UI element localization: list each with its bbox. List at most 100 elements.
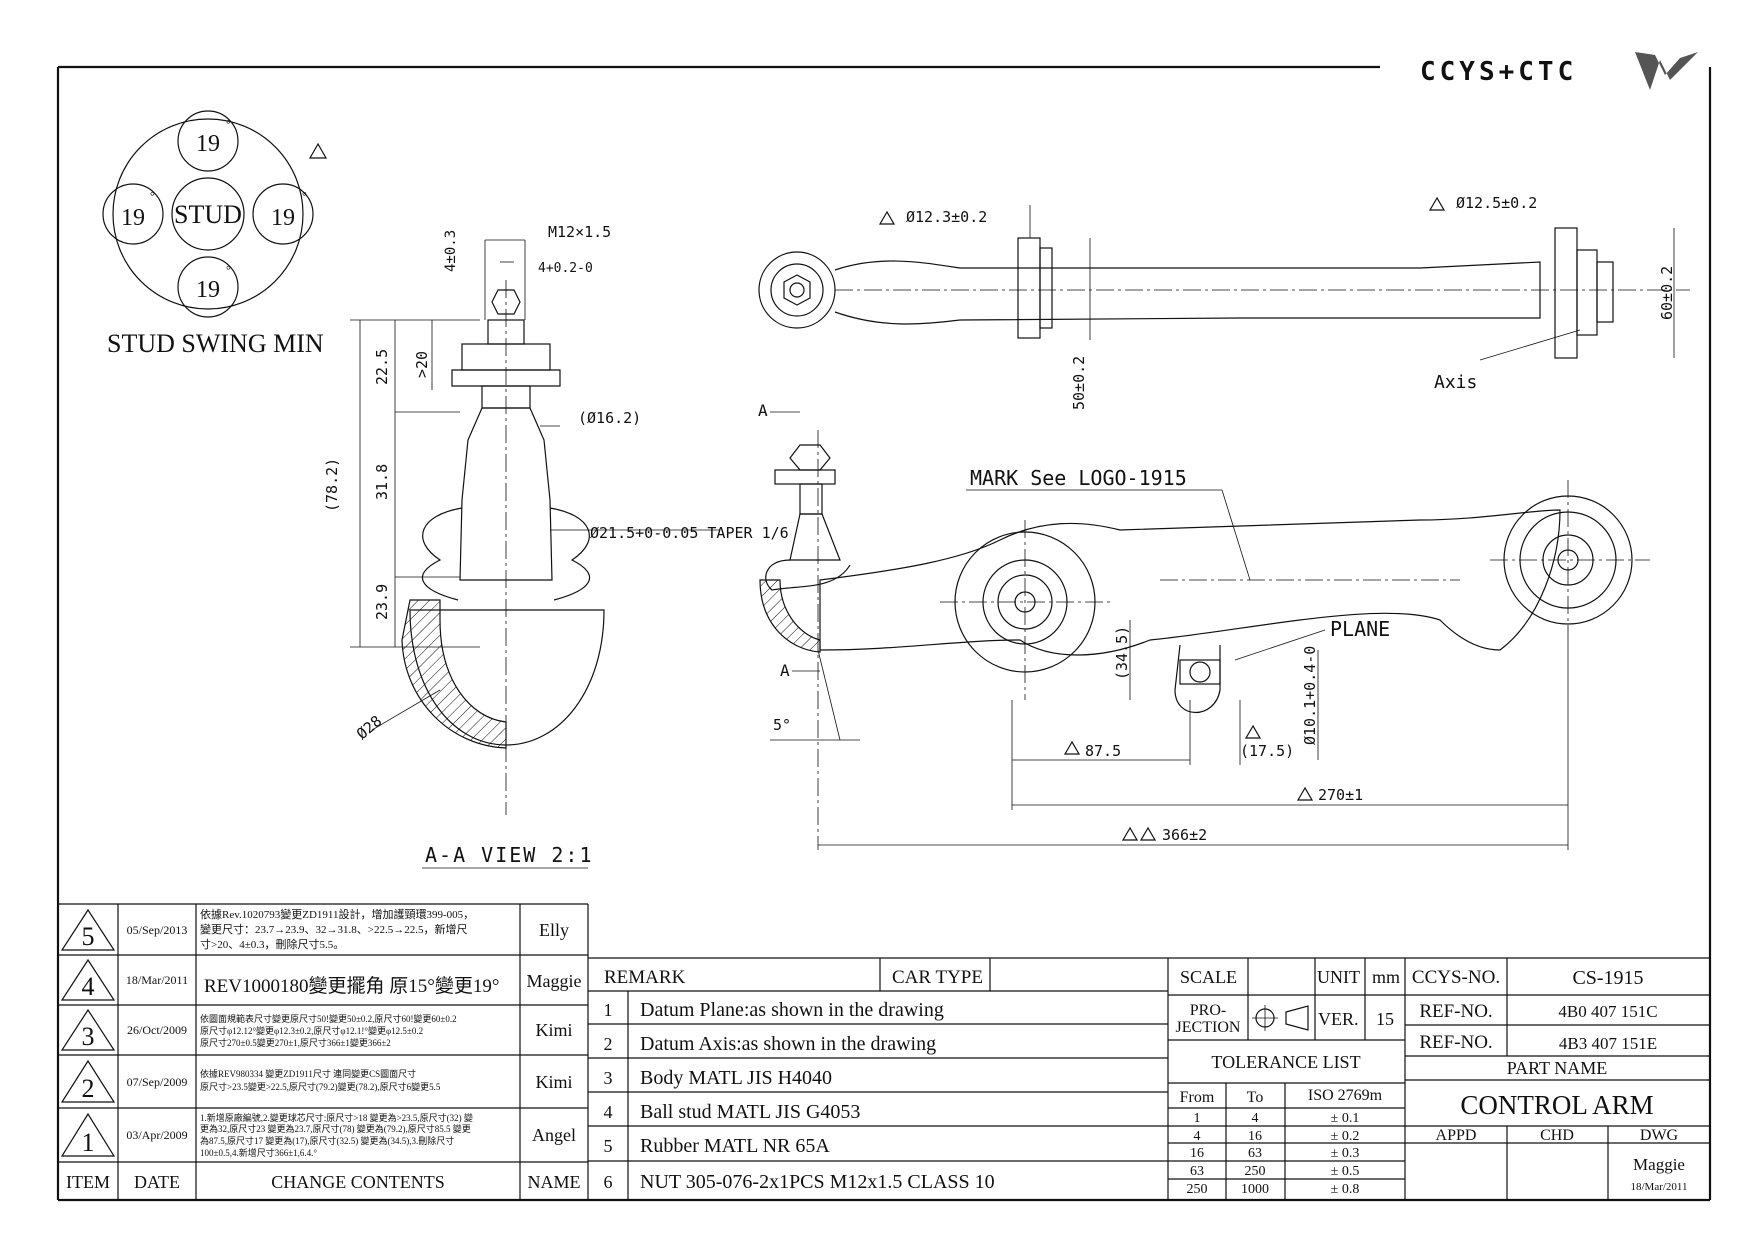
svg-text:原尺寸>23.5變更>22.5,原尺寸(79.2)變更(78: 原尺寸>23.5變更>22.5,原尺寸(79.2)變更(78.2),原尺寸6變更… bbox=[200, 1081, 441, 1092]
part-name-value: CONTROL ARM bbox=[1460, 1090, 1653, 1120]
svg-text:5: 5 bbox=[604, 1136, 613, 1156]
dim-taper: Ø21.5+0-0.05 TAPER 1/6 bbox=[590, 524, 789, 542]
dim-m12: M12×1.5 bbox=[548, 223, 611, 241]
unit-label: UNIT bbox=[1317, 967, 1360, 987]
revision-row: 5 05/Sep/2013 依據Rev.1020793變更ZD1911設計，增加… bbox=[60, 907, 569, 951]
remark-row: 6 NUT 305-076-2x1PCS M12x1.5 CLASS 10 bbox=[604, 1171, 995, 1193]
revision-row: 2 07/Sep/2009 依據REV980334 變更ZD1911尺寸 連同變… bbox=[60, 1059, 573, 1103]
svg-text:To: To bbox=[1247, 1089, 1264, 1106]
angle-5deg: 5° bbox=[773, 716, 791, 734]
svg-text:1: 1 bbox=[604, 1000, 613, 1020]
tolerance-row: 4 16 ± 0.2 bbox=[1194, 1129, 1360, 1144]
stud-swing-diagram: 19 19 19 19 STUD ° ° ° ° STUD SWING MIN bbox=[102, 110, 328, 358]
dim-31-8: 31.8 bbox=[373, 464, 391, 500]
dim-22-5: 22.5 bbox=[373, 349, 391, 385]
remark-row: 5 Rubber MATL NR 65A bbox=[604, 1135, 831, 1157]
svg-text:JECTION: JECTION bbox=[1176, 1019, 1241, 1036]
tolerance-row: 16 63 ± 0.3 bbox=[1190, 1146, 1359, 1161]
svg-text:1000: 1000 bbox=[1241, 1182, 1269, 1197]
svg-text:± 0.2: ± 0.2 bbox=[1331, 1129, 1360, 1144]
dim-34-5: (34.5) bbox=[1113, 626, 1131, 680]
svg-text:± 0.3: ± 0.3 bbox=[1331, 1146, 1360, 1161]
svg-text:6: 6 bbox=[604, 1172, 613, 1192]
remark-row: 2 Datum Axis:as shown in the drawing bbox=[604, 1033, 937, 1055]
svg-text:26/Oct/2009: 26/Oct/2009 bbox=[127, 1023, 187, 1037]
mark-label: MARK See LOGO-1915 bbox=[970, 466, 1187, 490]
ref-no-label-1: REF-NO. bbox=[1419, 1001, 1492, 1022]
ccys-no-label: CCYS-NO. bbox=[1412, 967, 1500, 988]
projection-symbol-icon bbox=[1252, 1005, 1309, 1031]
dim-dia-12-5: Ø12.5±0.2 bbox=[1456, 194, 1537, 212]
dim-87-5: 87.5 bbox=[1085, 742, 1121, 760]
svg-text:原尺寸φ12.12°變更φ12.3±0.2,原尺寸φ12.1: 原尺寸φ12.12°變更φ12.3±0.2,原尺寸φ12.1!°變更φ12.5±… bbox=[200, 1025, 423, 1036]
dim-366: 366±2 bbox=[1162, 826, 1207, 844]
dim-270: 270±1 bbox=[1318, 786, 1363, 804]
svg-text:NUT 305-076-2x1PCS M12x1.5 CLA: NUT 305-076-2x1PCS M12x1.5 CLASS 10 bbox=[640, 1171, 995, 1193]
dim-17-5: (17.5) bbox=[1240, 742, 1294, 760]
svg-text:4: 4 bbox=[82, 972, 95, 1001]
svg-text:2: 2 bbox=[604, 1034, 613, 1054]
svg-text:4: 4 bbox=[604, 1102, 613, 1122]
svg-text:CHANGE CONTENTS: CHANGE CONTENTS bbox=[271, 1172, 445, 1192]
svg-text:°: ° bbox=[226, 263, 231, 277]
svg-text:250: 250 bbox=[1187, 1182, 1208, 1197]
tolerance-row: 1 4 ± 0.1 bbox=[1194, 1111, 1360, 1126]
car-type-label: CAR TYPE bbox=[892, 967, 983, 988]
ver-value: 15 bbox=[1376, 1009, 1394, 1029]
svg-text:± 0.5: ± 0.5 bbox=[1331, 1164, 1360, 1179]
part-name-label: PART NAME bbox=[1507, 1058, 1607, 1078]
svg-text:Angel: Angel bbox=[532, 1125, 576, 1145]
revision-header: ITEM DATE CHANGE CONTENTS NAME bbox=[66, 1172, 581, 1192]
appd-label: APPD bbox=[1436, 1127, 1477, 1144]
svg-text:Kimi: Kimi bbox=[535, 1020, 572, 1040]
drawn-by: Maggie bbox=[1633, 1155, 1685, 1174]
dim-20: >20 bbox=[413, 351, 431, 378]
svg-text:18/Mar/2011: 18/Mar/2011 bbox=[126, 973, 188, 987]
svg-text:Body MATL JIS H4040: Body MATL JIS H4040 bbox=[640, 1067, 832, 1089]
remark-header: REMARK bbox=[604, 967, 686, 988]
svg-text:NAME: NAME bbox=[528, 1172, 581, 1192]
svg-text:ITEM: ITEM bbox=[66, 1172, 110, 1192]
ccys-no-value: CS-1915 bbox=[1572, 967, 1643, 989]
remark-row: 3 Body MATL JIS H4040 bbox=[604, 1067, 833, 1089]
svg-text:4: 4 bbox=[1194, 1129, 1201, 1144]
remark-row: 4 Ball stud MATL JIS G4053 bbox=[604, 1101, 861, 1123]
ref-no-value-1: 4B0 407 151C bbox=[1558, 1002, 1657, 1021]
svg-text:寸>20、4±0.3，刪除尺寸5.5。: 寸>20、4±0.3，刪除尺寸5.5。 bbox=[200, 937, 344, 951]
section-view-aa: M12×1.5 4±0.3 4+0.2-0 22.5 >20 (78.2) 31… bbox=[323, 223, 789, 869]
svg-text:依圖面規範表尺寸變更原尺寸50!變更50±0.2,原尺寸60: 依圖面規範表尺寸變更原尺寸50!變更50±0.2,原尺寸60!變更60±0.2 bbox=[200, 1013, 457, 1024]
svg-text:ISO 2769m: ISO 2769m bbox=[1308, 1087, 1383, 1104]
svg-text:63: 63 bbox=[1190, 1164, 1204, 1179]
dim-16-2: (Ø16.2) bbox=[578, 409, 641, 427]
swing-left-value: 19 bbox=[121, 205, 145, 231]
dim-4-03: 4±0.3 bbox=[443, 230, 459, 272]
svg-text:Datum Plane:as shown in the dr: Datum Plane:as shown in the drawing bbox=[640, 999, 944, 1021]
front-view: MARK See LOGO-1915 PLANE A A 5° (34.5) Ø… bbox=[758, 401, 1650, 850]
svg-text:± 0.1: ± 0.1 bbox=[1331, 1111, 1360, 1126]
tolerance-title: TOLERANCE LIST bbox=[1211, 1052, 1360, 1072]
sheet-border bbox=[56, 65, 1712, 1202]
svg-text:3: 3 bbox=[604, 1068, 613, 1088]
svg-text:250: 250 bbox=[1245, 1164, 1266, 1179]
dim-dia-28: Ø28 bbox=[353, 712, 385, 743]
revision-triangle-icon bbox=[308, 142, 328, 159]
company-logo: CCYS+CTC bbox=[1420, 52, 1698, 90]
svg-text:2: 2 bbox=[82, 1074, 95, 1103]
remark-row: 1 Datum Plane:as shown in the drawing bbox=[604, 999, 944, 1021]
revision-row: 1 03/Apr/2009 1.新增原廠編號,2.變更球芯尺寸:原尺寸>18 變… bbox=[60, 1112, 576, 1158]
svg-text:°: ° bbox=[302, 189, 307, 203]
swing-right-value: 19 bbox=[271, 205, 295, 231]
svg-text:依據Rev.1020793變更ZD1911設計，增加護頸環3: 依據Rev.1020793變更ZD1911設計，增加護頸環399-005， bbox=[200, 907, 474, 921]
svg-text:變更尺寸：23.7→23.9、32→31.8、>22.5→2: 變更尺寸：23.7→23.9、32→31.8、>22.5→22.5，新增尺 bbox=[200, 922, 467, 936]
revision-table bbox=[58, 903, 589, 1200]
svg-text:3: 3 bbox=[82, 1022, 95, 1051]
svg-text:1.新增原廠編號,2.變更球芯尺寸:原尺寸>18 變更為>2: 1.新增原廠編號,2.變更球芯尺寸:原尺寸>18 變更為>23.5,原尺寸(32… bbox=[200, 1112, 473, 1123]
svg-text:Ball stud MATL JIS G4053: Ball stud MATL JIS G4053 bbox=[640, 1101, 860, 1123]
svg-text:更為32,原尺寸23 變更為23.7,原尺寸(78) 變更為: 更為32,原尺寸23 變更為23.7,原尺寸(78) 變更為(79.2),原尺寸… bbox=[200, 1123, 471, 1134]
tolerance-block: SCALE UNIT mm PRO- JECTION VER. 15 TOLER… bbox=[1168, 958, 1406, 1200]
tolerance-row: 63 250 ± 0.5 bbox=[1190, 1164, 1359, 1179]
title-block: CCYS-NO. CS-1915 REF-NO. 4B0 407 151C RE… bbox=[1405, 958, 1710, 1200]
svg-text:5: 5 bbox=[82, 922, 95, 951]
svg-text:1: 1 bbox=[82, 1128, 95, 1157]
